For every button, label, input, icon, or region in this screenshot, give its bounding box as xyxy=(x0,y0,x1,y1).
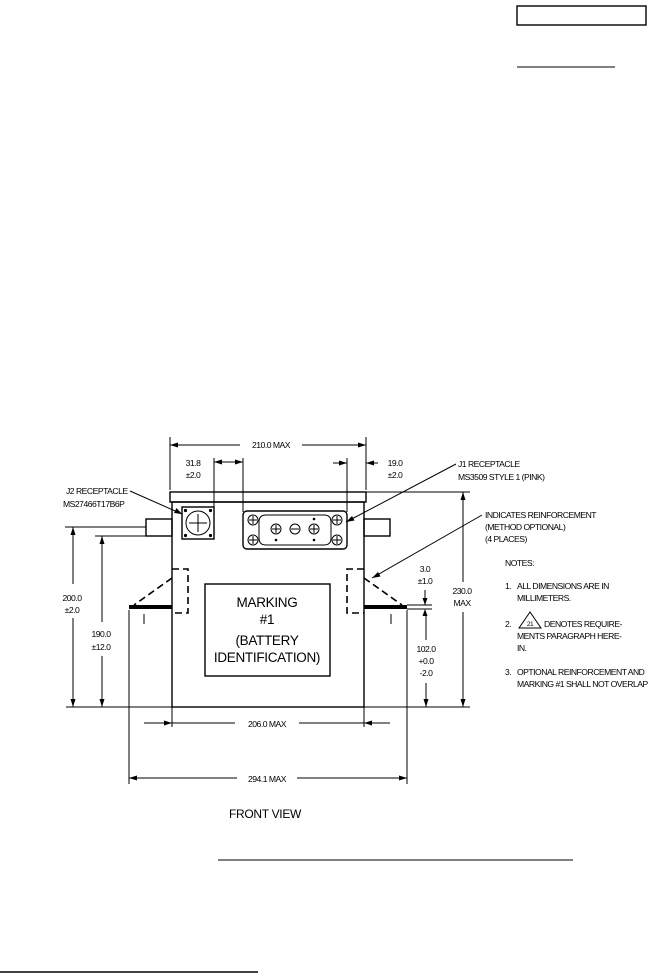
dim-left-offset-tol: ±2.0 xyxy=(186,470,201,480)
reinforcement-callout-line2: (METHOD OPTIONAL) xyxy=(485,522,566,532)
j1-callout-line1: J1 RECEPTACLE xyxy=(458,459,520,469)
dim-height-200: 200.0 ±2.0 xyxy=(62,526,146,707)
notes-title: NOTES: xyxy=(505,558,534,568)
dim-reinforcement-thickness-value: 3.0 xyxy=(420,564,431,574)
reinforcement-right xyxy=(346,568,407,624)
j2-flange xyxy=(181,506,215,540)
reinforcement-callout-line1: INDICATES REINFORCEMENT xyxy=(485,510,597,520)
dim-base-width-label: 206.0 MAX xyxy=(248,719,287,729)
note-1-number: 1. xyxy=(505,581,511,591)
dim-height-102-tol-plus: +0.0 xyxy=(419,656,435,666)
marking-line1: MARKING xyxy=(237,595,298,610)
note-2-symbol: 21 xyxy=(527,621,534,628)
notes: NOTES: 1. ALL DIMENSIONS ARE IN MILLIMET… xyxy=(505,558,649,689)
dim-base-width: 206.0 MAX xyxy=(144,707,390,729)
dim-height-190-tol: ±12.0 xyxy=(92,642,112,652)
j2-receptacle xyxy=(181,506,215,540)
dim-width-max-label: 210.0 MAX xyxy=(252,440,291,450)
j1-receptacle xyxy=(242,510,348,550)
note-3-number: 3. xyxy=(505,667,511,677)
j1-callout: J1 RECEPTACLE MS3509 STYLE 1 (PINK) xyxy=(345,459,546,523)
dim-overall-width-label: 294.1 MAX xyxy=(248,774,287,784)
dim-height-190: 190.0 ±12.0 xyxy=(91,535,146,707)
note-2-line3: IN. xyxy=(517,643,527,653)
reinforcement-callout-line3: (4 PLACES) xyxy=(485,534,527,544)
note-2-triangle-icon xyxy=(518,611,542,629)
dim-right-offset-value: 19.0 xyxy=(388,458,403,468)
note-1-line1: ALL DIMENSIONS ARE IN xyxy=(517,581,609,591)
battery-body xyxy=(145,491,391,708)
note-2-line2: MENTS PARAGRAPH HERE- xyxy=(517,631,622,641)
left-handle xyxy=(145,518,173,537)
battery-case xyxy=(171,501,365,708)
dim-width-max: 210.0 MAX xyxy=(169,437,367,490)
j2-callout-line2: MS27466T17B6P xyxy=(63,499,125,509)
j2-circle xyxy=(185,510,211,536)
marking-line4: IDENTIFICATION) xyxy=(214,650,320,665)
view-title: FRONT VIEW xyxy=(229,807,302,821)
dim-right-offset: 19.0 ±2.0 xyxy=(333,458,404,512)
dim-height-200-value: 200.0 xyxy=(62,593,82,603)
dim-height-max-value: 230.0 xyxy=(452,586,472,596)
dim-height-190-value: 190.0 xyxy=(91,629,111,639)
j1-callout-line2: MS3509 STYLE 1 (PINK) xyxy=(458,472,545,482)
dim-left-offset: 31.8 ±2.0 xyxy=(186,458,244,512)
dim-reinforcement-thickness: 3.0 ±1.0 xyxy=(407,564,434,616)
battery-lid xyxy=(169,491,367,503)
dim-reinforcement-thickness-tol: ±1.0 xyxy=(418,576,433,586)
note-3-line1: OPTIONAL REINFORCEMENT AND xyxy=(517,667,645,677)
reinforcement-callout: INDICATES REINFORCEMENT (METHOD OPTIONAL… xyxy=(371,510,598,579)
j1-plate xyxy=(242,510,348,550)
dim-right-offset-tol: ±2.0 xyxy=(388,470,403,480)
dim-height-max-unit: MAX xyxy=(453,598,471,608)
dim-overall-width: 294.1 MAX xyxy=(128,610,408,784)
marking-line2: #1 xyxy=(260,612,274,627)
j2-callout-line1: J2 RECEPTACLE xyxy=(66,486,128,496)
j2-callout: J2 RECEPTACLE MS27466T17B6P xyxy=(63,486,183,515)
reinforcement-left xyxy=(129,568,189,624)
marking-line3: (BATTERY xyxy=(235,633,298,648)
dim-height-102: 102.0 +0.0 -2.0 xyxy=(416,616,437,707)
right-handle xyxy=(363,518,391,537)
dim-height-102-value: 102.0 xyxy=(416,644,436,654)
dim-left-offset-value: 31.8 xyxy=(186,458,201,468)
dim-height-200-tol: ±2.0 xyxy=(65,605,80,615)
note-3-line2: MARKING #1 SHALL NOT OVERLAP xyxy=(517,679,648,689)
note-2-line1: DENOTES REQUIRE- xyxy=(544,619,623,629)
note-2-number: 2. xyxy=(505,619,511,629)
note-1-line2: MILLIMETERS. xyxy=(517,593,571,603)
header-box xyxy=(516,5,647,26)
marking-box: MARKING #1 (BATTERY IDENTIFICATION) xyxy=(204,583,331,677)
dim-height-102-tol-minus: -2.0 xyxy=(420,668,434,678)
dim-height-max: 230.0 MAX xyxy=(366,491,473,707)
